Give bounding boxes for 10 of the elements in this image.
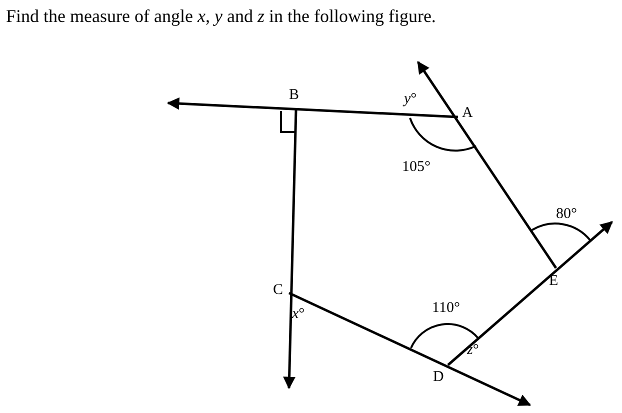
- point-label: B: [289, 88, 300, 103]
- question-title: Find the measure of angle x, y and z in the following figure.: [6, 6, 436, 27]
- angle-label: x°: [292, 307, 305, 322]
- point-label: D: [433, 370, 444, 385]
- point-label: A: [462, 106, 473, 121]
- angle-label: 80°: [556, 207, 577, 222]
- angle-label: 110°: [432, 301, 460, 316]
- angle-label: 105°: [402, 160, 430, 175]
- point-label: C: [273, 283, 284, 298]
- angle-label: y°: [404, 92, 417, 107]
